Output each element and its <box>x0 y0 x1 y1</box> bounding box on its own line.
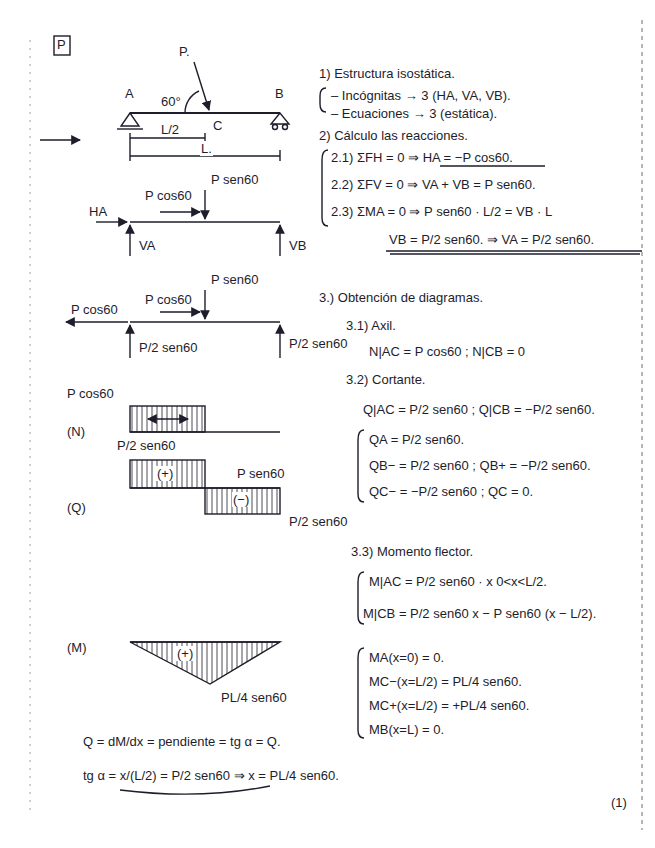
force-label: P/2 sen60 <box>138 340 199 355</box>
force-label: VA <box>138 238 156 253</box>
force-label: P/2 sen60 <box>288 336 349 351</box>
force-label: P/2 sen60 <box>288 514 349 529</box>
solution-step: MC−(x=L/2) = PL/4 sen60. <box>368 674 523 689</box>
dimension-label: L. <box>200 141 213 156</box>
point-label: B <box>274 86 285 101</box>
force-label: PL/4 sen60 <box>220 690 288 705</box>
solution-step: – Ecuaciones → 3 (estática). <box>330 106 498 121</box>
reaction-arrow <box>279 225 280 256</box>
solution-step: QA = P/2 sen60. <box>368 432 465 447</box>
axial-region <box>130 406 205 432</box>
shear-negative <box>205 488 280 514</box>
equation: tg α = x/(L/2) = P/2 sen60 ⇒ x = PL/4 se… <box>82 768 340 783</box>
solution-step: Q|AC = P/2 sen60 ; Q|CB = −P/2 sen60. <box>362 402 596 417</box>
solution-step: 3.) Obtención de diagramas. <box>318 290 484 305</box>
solution-step: 2.2) ΣFV = 0 ⇒ VA + VB = P sen60. <box>330 177 537 192</box>
angle-arc <box>185 91 199 113</box>
beam <box>130 112 280 114</box>
roller <box>283 125 288 130</box>
icon-label: P <box>56 37 67 52</box>
reaction-arrow <box>96 221 127 222</box>
force-label: P sen60 <box>210 272 259 287</box>
underline <box>120 786 270 794</box>
solution-step: 2.3) ΣMA = 0 ⇒ P sen60 · L/2 = VB · L <box>330 204 553 219</box>
reaction-arrow <box>129 225 130 256</box>
force-label: P cos60 <box>144 188 193 203</box>
solution-step: 1) Estructura isostática. <box>318 66 456 81</box>
force-label: HA <box>88 204 108 219</box>
point-label: C <box>212 118 223 133</box>
page-edge <box>641 20 642 830</box>
compression-arrow <box>148 418 188 419</box>
force-label: P cos60 <box>70 302 119 317</box>
solution-step: VB = P/2 sen60. ⇒ VA = P/2 sen60. <box>388 232 595 247</box>
solution-step: QB− = P/2 sen60 ; QB+ = −P/2 sen60. <box>368 458 592 473</box>
beam <box>130 221 280 222</box>
force-arrow <box>194 62 209 110</box>
solution-step: 3.1) Axil. <box>345 318 397 333</box>
brace <box>358 648 364 738</box>
solution-step: N|AC = P cos60 ; N|CB = 0 <box>368 344 526 359</box>
force-label: P cos60 <box>144 292 193 307</box>
roller <box>273 125 278 130</box>
solution-step: MC+(x=L/2) = +PL/4 sen60. <box>368 698 530 713</box>
force-label: P cos60 <box>66 386 115 401</box>
brace <box>322 150 328 226</box>
force-arrow <box>160 311 200 312</box>
moment-region <box>130 642 280 684</box>
force-arrow <box>160 211 200 212</box>
angle-label: 60° <box>160 94 182 109</box>
force-label: (Q) <box>66 500 87 515</box>
axis-arrow <box>40 139 80 140</box>
force-label: P sen60 <box>210 172 259 187</box>
force-label: (+) <box>156 466 174 481</box>
underline <box>386 250 642 251</box>
force-label: P sen60 <box>236 466 285 481</box>
brace <box>358 430 364 502</box>
point-label: A <box>124 86 135 101</box>
solution-step: M|CB = P/2 sen60 x − P sen60 (x − L/2). <box>362 606 597 621</box>
beam <box>130 321 280 322</box>
solution-step: M|AC = P/2 sen60 · x 0<x<L/2. <box>368 574 548 589</box>
force-arrow <box>204 290 205 319</box>
solution-step: 2.1) ΣFH = 0 ⇒ HA = −P cos60. <box>330 150 514 165</box>
force-arrow <box>204 190 205 219</box>
reaction-arrow <box>66 321 128 322</box>
solution-step: 3.2) Cortante. <box>345 372 427 387</box>
reaction-arrow <box>129 325 130 358</box>
solution-step: – Incógnitas → 3 (HA, VA, VB). <box>330 88 512 103</box>
dimension-tick <box>279 150 280 161</box>
force-label: P/2 sen60 <box>116 438 177 453</box>
roller-support <box>271 113 289 124</box>
shear-positive <box>130 460 205 488</box>
force-label: (−) <box>232 492 250 507</box>
force-label: (N) <box>66 424 86 439</box>
force-label: VB <box>288 238 307 253</box>
dimension-label: L/2 <box>160 122 180 137</box>
solution-step: 3.3) Momento flector. <box>350 544 474 559</box>
brace <box>320 88 326 112</box>
solution-step: (1) <box>610 795 628 810</box>
dimension-line <box>130 137 205 138</box>
reaction-arrow <box>279 325 280 358</box>
force-label: P. <box>178 44 191 59</box>
dimension-tick <box>129 133 130 161</box>
underline <box>440 165 545 166</box>
solution-step: MB(x=L) = 0. <box>368 722 445 737</box>
solution-step: 2) Cálculo las reacciones. <box>318 128 469 143</box>
icon-box <box>54 36 70 55</box>
solution-step: QC− = −P/2 sen60 ; QC = 0. <box>368 484 534 499</box>
force-label: (M) <box>66 640 88 655</box>
equation: Q = dM/dx = pendiente = tg α = Q. <box>82 734 282 749</box>
page-edge <box>29 40 30 810</box>
pin-support <box>121 113 139 126</box>
underline <box>390 253 640 254</box>
force-label: (+) <box>176 646 194 661</box>
solution-step: MA(x=0) = 0. <box>368 650 445 665</box>
ground <box>117 128 143 129</box>
